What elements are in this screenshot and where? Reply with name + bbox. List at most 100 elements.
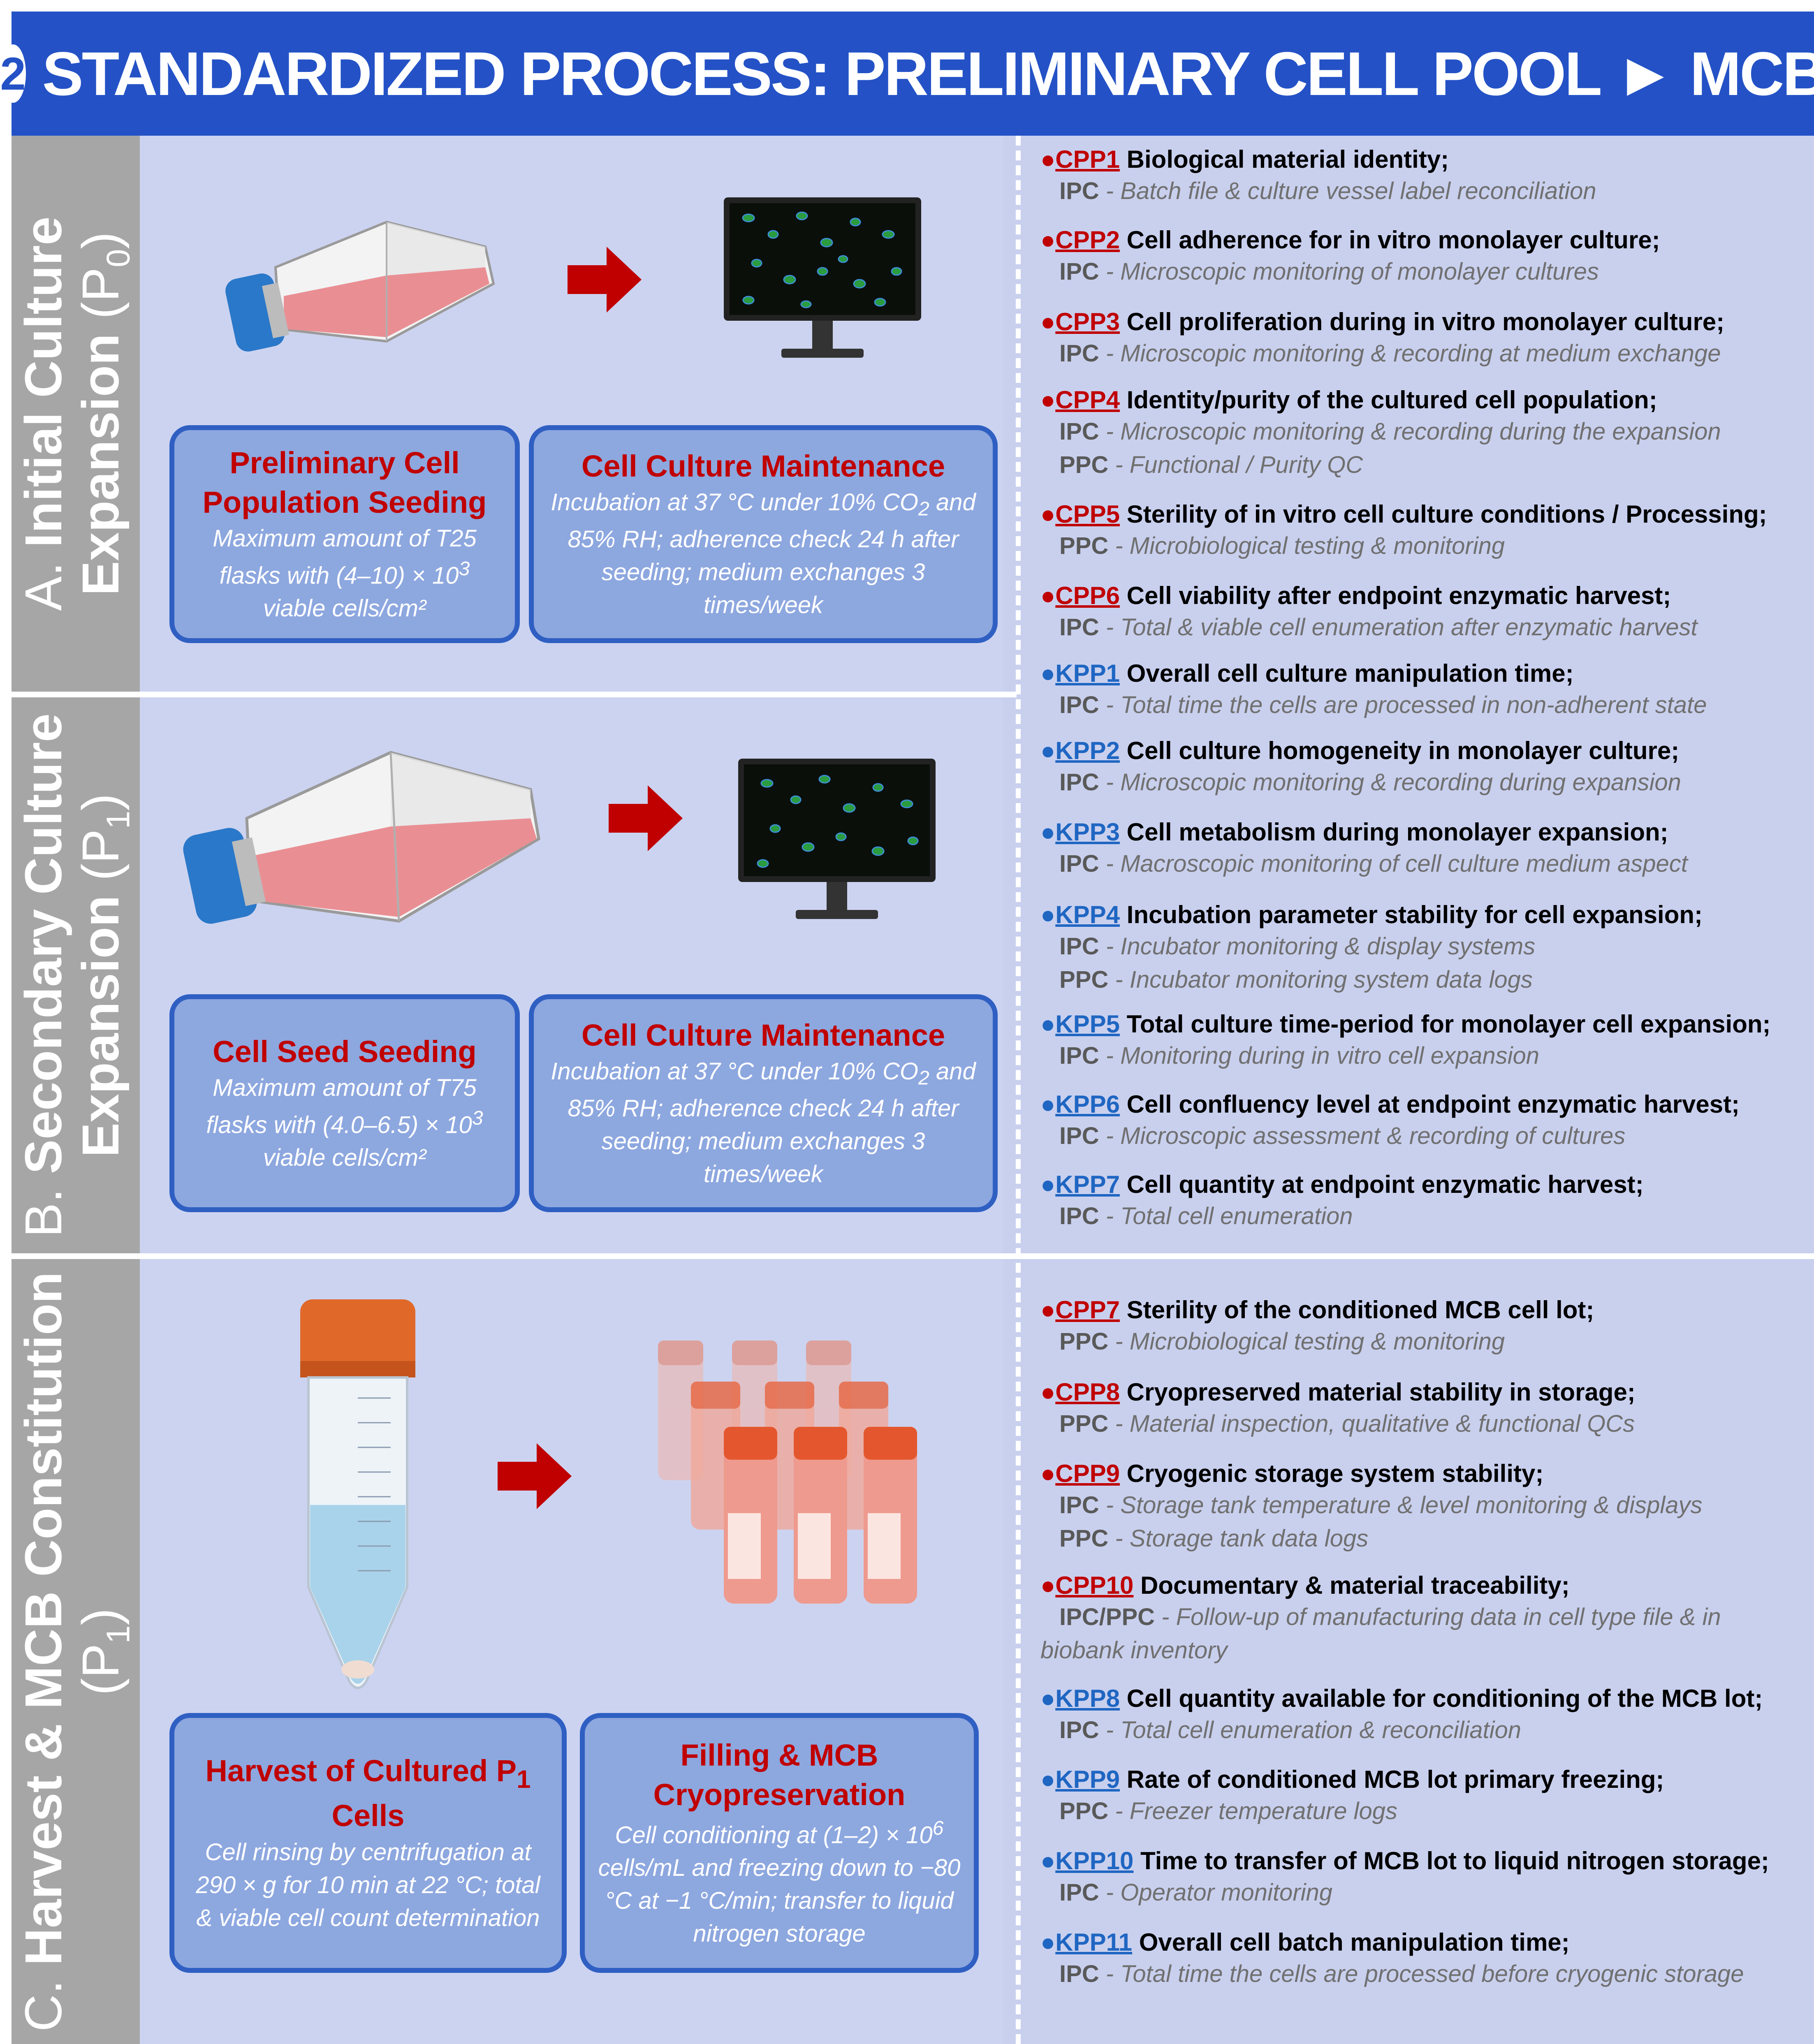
parameter-title: Cell proliferation during in vitro monol… <box>1120 308 1725 336</box>
parameter-item: ●KPP5 Total culture time-period for mono… <box>1040 1009 1805 1072</box>
bullet-icon: ● <box>1040 660 1056 687</box>
control-line: IPC - Microscopic monitoring & recording… <box>1040 337 1805 370</box>
bullet-icon: ● <box>1040 1847 1056 1875</box>
harvest-box: Harvest of Cultured P1 Cells Cell rinsin… <box>169 1713 567 1973</box>
parameter-heading: ●CPP7 Sterility of the conditioned MCB c… <box>1040 1295 1805 1325</box>
parameter-title: Cell quantity available for conditioning… <box>1120 1685 1763 1712</box>
box-title: Harvest of Cultured P1 Cells <box>205 1754 531 1833</box>
control-tag: IPC <box>1059 1203 1099 1229</box>
parameter-code: CPP4 <box>1055 386 1120 414</box>
section-b-sidebar: B. Secondary Culture Expansion (P1) <box>12 697 140 1253</box>
parameter-title: Rate of conditioned MCB lot primary free… <box>1120 1766 1664 1793</box>
bullet-icon: ● <box>1040 1378 1056 1406</box>
parameter-code: KPP8 <box>1055 1685 1120 1712</box>
parameter-item: ●CPP1 Biological material identity;IPC -… <box>1040 145 1805 208</box>
parameters-column <box>1003 136 1814 2044</box>
parameter-item: ●KPP8 Cell quantity available for condit… <box>1040 1684 1805 1747</box>
step-number-badge: 2 <box>0 44 26 103</box>
control-description: - Total time the cells are processed bef… <box>1099 1961 1744 1987</box>
bullet-icon: ● <box>1040 1090 1056 1118</box>
control-line: IPC - Total cell enumeration <box>1040 1199 1805 1233</box>
control-description: - Microscopic monitoring & recording dur… <box>1099 769 1681 796</box>
parameter-title: Cell quantity at endpoint enzymatic harv… <box>1120 1171 1644 1198</box>
parameter-title: Cell viability after endpoint enzymatic … <box>1120 582 1671 609</box>
control-description: - Microbiological testing & monitoring <box>1108 532 1505 559</box>
parameter-item: ●KPP7 Cell quantity at endpoint enzymati… <box>1040 1170 1805 1233</box>
control-tag: IPC <box>1059 340 1099 367</box>
control-description: - Incubator monitoring system data logs <box>1108 966 1533 993</box>
control-description: - Storage tank temperature & level monit… <box>1099 1492 1703 1519</box>
parameter-heading: ●CPP4 Identity/purity of the cultured ce… <box>1040 385 1805 415</box>
section-a-label: A. Initial Culture Expansion (P0) <box>14 216 136 611</box>
box-title: Preliminary Cell Population Seeding <box>202 445 487 519</box>
section-c-sidebar: C. Harvest & MCB Constitution (P1) <box>12 1259 140 2044</box>
parameter-heading: ●KPP8 Cell quantity available for condit… <box>1040 1684 1805 1713</box>
parameter-item: ●KPP10 Time to transfer of MCB lot to li… <box>1040 1846 1805 1909</box>
parameter-heading: ●CPP8 Cryopreserved material stability i… <box>1040 1377 1805 1407</box>
box-title: Cell Seed Seeding <box>213 1034 477 1069</box>
centrifuge-tube-icon <box>300 1299 415 1689</box>
control-tag: IPC/PPC <box>1059 1604 1155 1630</box>
parameter-code: CPP7 <box>1055 1296 1120 1324</box>
parameter-title: Cell confluency level at endpoint enzyma… <box>1120 1090 1740 1118</box>
box-title: Cell Culture Maintenance <box>581 1018 945 1053</box>
control-line: IPC - Storage tank temperature & level m… <box>1040 1488 1805 1522</box>
culture-flask-icon <box>183 751 540 924</box>
control-tag: IPC <box>1059 850 1099 877</box>
parameter-title: Documentary & material traceability; <box>1133 1572 1570 1599</box>
parameter-title: Total culture time-period for monolayer … <box>1120 1010 1771 1038</box>
bullet-icon: ● <box>1040 1010 1056 1038</box>
parameter-code: KPP11 <box>1055 1928 1133 1956</box>
control-line: IPC - Operator monitoring <box>1040 1876 1805 1909</box>
microscope-monitor-icon <box>724 197 921 358</box>
parameter-item: ●CPP4 Identity/purity of the cultured ce… <box>1040 385 1805 481</box>
control-tag: IPC <box>1059 178 1099 204</box>
control-tag: IPC <box>1059 933 1106 960</box>
parameter-code: CPP8 <box>1055 1378 1120 1406</box>
control-line: PPC - Functional / Purity QC <box>1040 448 1805 481</box>
arrow-right-icon <box>568 247 642 313</box>
parameter-title: Cell metabolism during monolayer expansi… <box>1120 818 1668 846</box>
arrow-right-icon <box>609 785 683 851</box>
parameter-title: Incubation parameter stability for cell … <box>1120 901 1703 928</box>
parameter-item: ●KPP4 Incubation parameter stability for… <box>1040 900 1805 996</box>
parameter-item: ●KPP1 Overall cell culture manipulation … <box>1040 659 1805 722</box>
control-line: PPC - Storage tank data logs <box>1040 1522 1805 1555</box>
control-line: IPC - Total & viable cell enumeration af… <box>1040 611 1805 644</box>
control-tag: PPC <box>1059 532 1109 559</box>
parameter-title: Identity/purity of the cultured cell pop… <box>1120 386 1657 414</box>
control-tag: PPC <box>1059 966 1109 993</box>
parameter-title: Time to transfer of MCB lot to liquid ni… <box>1133 1847 1769 1875</box>
parameter-title: Cell adherence for in vitro monolayer cu… <box>1120 226 1660 254</box>
control-description: - Microscopic monitoring of monolayer cu… <box>1099 258 1599 285</box>
control-line: PPC - Incubator monitoring system data l… <box>1040 963 1805 996</box>
parameter-code: KPP3 <box>1055 818 1120 846</box>
arrow-right-icon <box>498 1443 572 1509</box>
cryovials-icon <box>658 1340 917 1604</box>
parameter-title: Cryogenic storage system stability; <box>1120 1460 1544 1487</box>
parameter-heading: ●CPP6 Cell viability after endpoint enzy… <box>1040 581 1805 611</box>
control-tag: PPC <box>1059 1798 1109 1824</box>
section-separator <box>12 1253 1814 1259</box>
parameter-heading: ●KPP9 Rate of conditioned MCB lot primar… <box>1040 1765 1805 1794</box>
control-tag: IPC <box>1059 1492 1099 1519</box>
parameter-heading: ●KPP2 Cell culture homogeneity in monola… <box>1040 736 1805 766</box>
bullet-icon: ● <box>1040 1685 1056 1712</box>
control-tag: IPC <box>1059 769 1099 796</box>
parameter-item: ●KPP2 Cell culture homogeneity in monola… <box>1040 736 1805 799</box>
parameter-item: ●CPP8 Cryopreserved material stability i… <box>1040 1377 1805 1440</box>
box-title: Filling & MCB Cryopreservation <box>653 1738 906 1812</box>
parameter-heading: ●KPP4 Incubation parameter stability for… <box>1040 900 1805 930</box>
parameter-heading: ●KPP6 Cell confluency level at endpoint … <box>1040 1090 1805 1119</box>
seeding-box-a: Preliminary Cell Population Seeding Maxi… <box>169 425 520 643</box>
box-description: Maximum amount of T75 flasks with (4.0–6… <box>206 1074 483 1171</box>
parameter-code: CPP10 <box>1055 1572 1134 1599</box>
parameter-code: CPP1 <box>1055 146 1120 173</box>
parameter-heading: ●KPP10 Time to transfer of MCB lot to li… <box>1040 1846 1805 1876</box>
bullet-icon: ● <box>1040 500 1056 528</box>
control-line: PPC - Microbiological testing & monitori… <box>1040 529 1805 563</box>
control-tag: IPC <box>1059 1123 1099 1149</box>
control-line: IPC - Microscopic monitoring & recording… <box>1040 766 1805 799</box>
control-line: IPC - Batch file & culture vessel label … <box>1040 174 1805 208</box>
parameter-code: CPP9 <box>1055 1460 1120 1487</box>
